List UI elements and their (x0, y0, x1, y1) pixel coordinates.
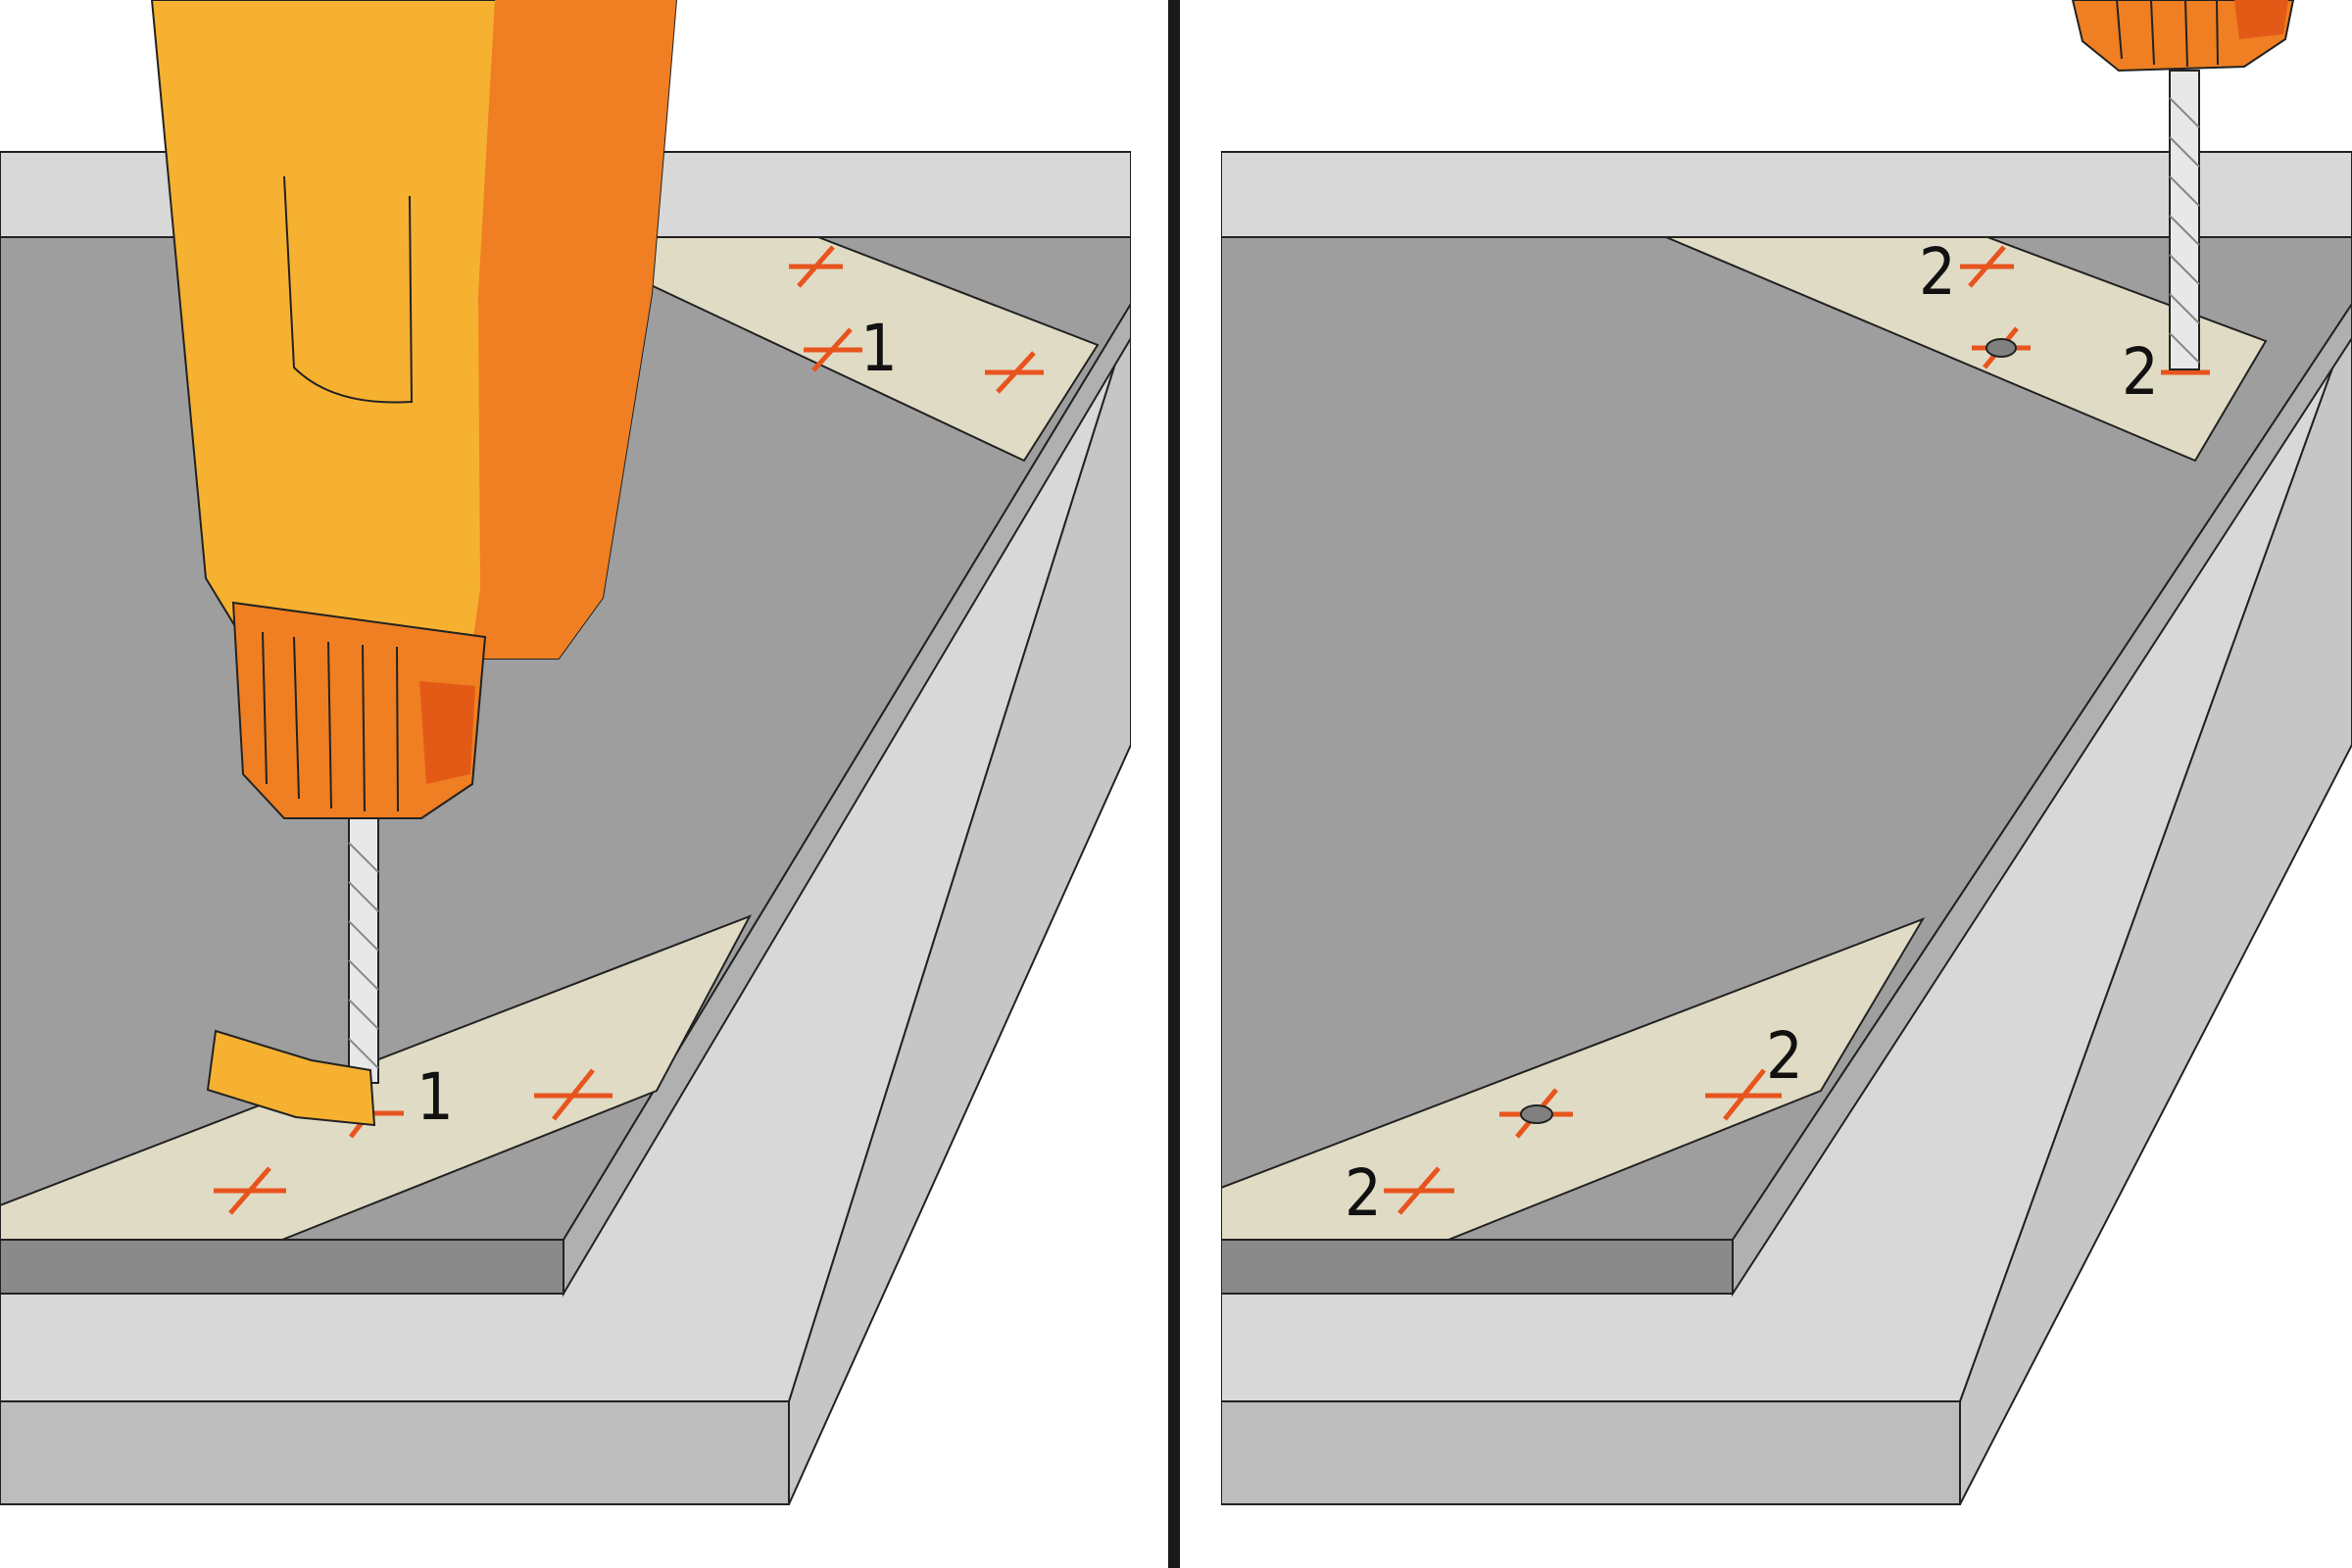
step-label: 1 (860, 311, 898, 386)
step-label: 2 (1919, 234, 1956, 310)
drilled-hole-mark (1499, 1088, 1573, 1139)
panel-divider (1168, 0, 1180, 1568)
frame-front-face (1221, 1400, 1961, 1505)
step-label: 2 (2122, 334, 2159, 410)
tape-strip-bottom (1221, 917, 1926, 1241)
drill-mark (1960, 245, 2014, 288)
drilled-hole-mark (1972, 326, 2031, 369)
drill-body-shade (470, 0, 676, 659)
step-label: 2 (1766, 1018, 1803, 1094)
slab-right-edge (563, 302, 1131, 1298)
panel-step-2: 2 2 2 2 (1221, 0, 2352, 1505)
slab-front-edge (0, 1239, 564, 1295)
drill-bit (348, 817, 379, 1084)
drill-chuck (231, 601, 487, 819)
step-label: 1 (416, 1059, 454, 1135)
drill-mark (1384, 1166, 1454, 1215)
tape-flag (206, 1029, 376, 1127)
power-drill (150, 0, 678, 1127)
power-drill (2071, 0, 2295, 370)
tape-strip-top (1665, 236, 2268, 463)
slab-right-edge (1732, 302, 2352, 1298)
drill-mark (985, 351, 1044, 394)
drill-mark (214, 1166, 286, 1215)
drill-chuck-highlight (2234, 0, 2288, 39)
slab-front-edge (1221, 1239, 1734, 1295)
step-label: 2 (1345, 1155, 1382, 1231)
drill-mark (534, 1068, 612, 1121)
drill-mark (804, 327, 862, 372)
frame-front-face (0, 1400, 790, 1505)
frame-top (1221, 151, 2352, 238)
drill-mark (789, 245, 843, 288)
drill-chuck-highlight (419, 681, 475, 784)
panel-step-1: 1 1 (0, 0, 1131, 1505)
drill-mark (1705, 1068, 1782, 1121)
